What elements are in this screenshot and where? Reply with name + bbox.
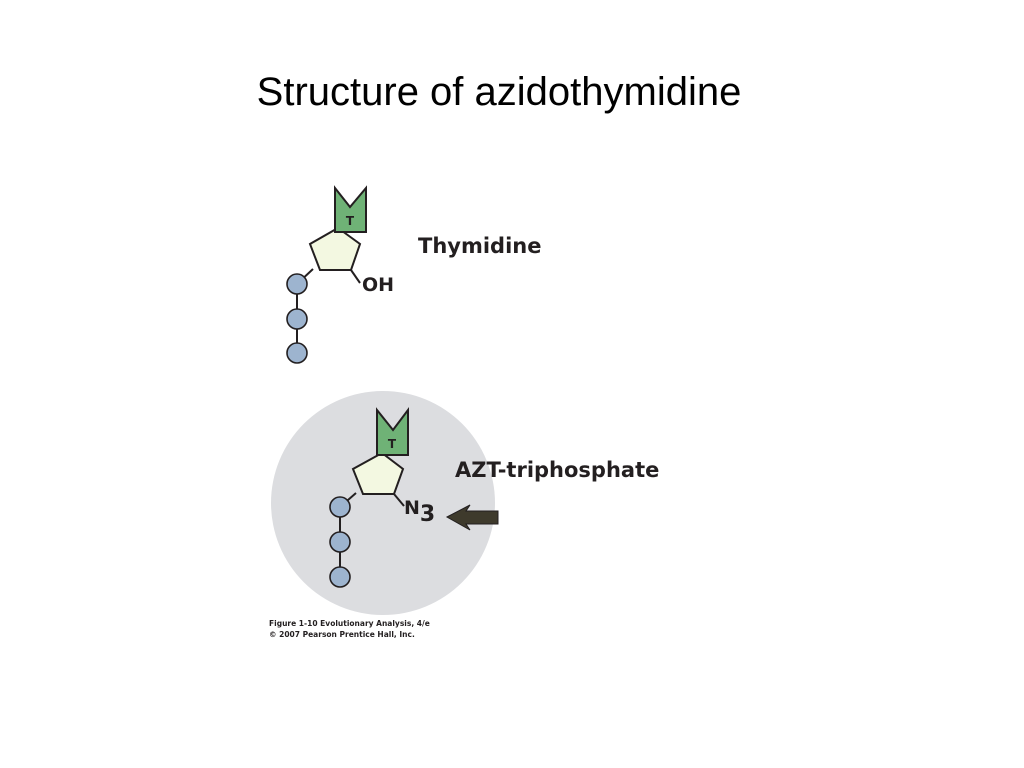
thymidine-molecule: T OH Thymidine (286, 185, 541, 364)
thymidine-phosphate-2 (286, 308, 308, 330)
azt-sugar-ring (351, 451, 405, 495)
azt-n3-subscript: 3 (420, 502, 435, 527)
thymidine-sugar-ring (308, 226, 362, 271)
azt-n3-main: N (404, 497, 420, 519)
thymidine-label: Thymidine (418, 234, 541, 258)
thymidine-oh-bond (350, 269, 361, 284)
thymidine-phosphate-1 (286, 273, 308, 295)
azt-n3-bond (393, 493, 405, 507)
azt-molecule: T N3 AZT-triphosphate (271, 391, 659, 615)
azt-label: AZT-triphosphate (455, 458, 659, 482)
azt-base (376, 407, 409, 456)
slide-title: Structure of azidothymidine (256, 70, 742, 114)
thymidine-base-letter: T (346, 214, 355, 228)
figure-caption-line-1: Figure 1-10 Evolutionary Analysis, 4/e (269, 619, 430, 628)
figure-caption-line-2: © 2007 Pearson Prentice Hall, Inc. (269, 630, 415, 639)
thymidine-oh-group: OH (362, 274, 394, 296)
thymidine-base (334, 185, 367, 233)
azt-highlight-circle (271, 391, 495, 615)
thymidine-phosphate-3 (286, 342, 308, 364)
azt-phosphate-2 (329, 531, 351, 553)
azt-phosphate-3 (329, 566, 351, 588)
azt-pointer-arrow (445, 504, 499, 531)
azt-base-letter: T (388, 437, 397, 451)
azt-n3-group: N3 (404, 497, 435, 527)
azt-phosphate-1 (329, 496, 351, 518)
